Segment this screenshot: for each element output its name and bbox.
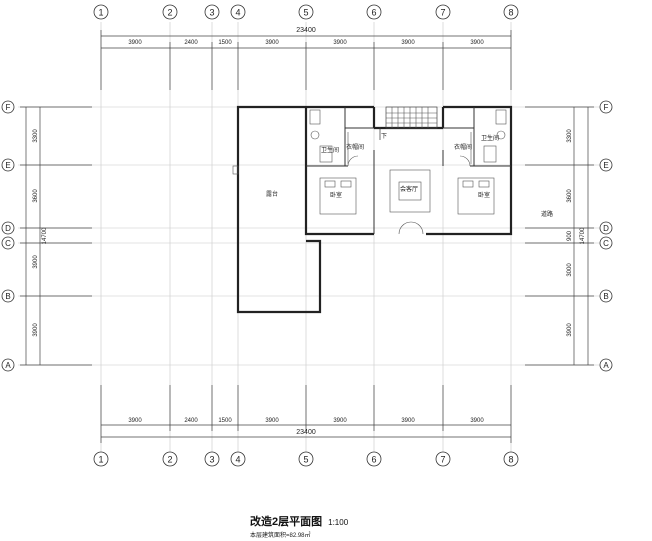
room-label-closet-right: 衣帽间 xyxy=(454,143,472,151)
right-dim-3: 900 xyxy=(567,230,573,241)
axis-label-bottom-5: 5 xyxy=(303,455,308,465)
room-labels: 露台 卫生间 衣帽间 卧室 会客厅 衣帽间 卫生间 卧室 道路 xyxy=(266,134,553,218)
furniture xyxy=(309,109,507,235)
right-dim-extra: 14700 xyxy=(580,227,586,244)
axis-label-right-F: F xyxy=(604,103,609,112)
bottom-dim-2: 2400 xyxy=(184,418,198,424)
bottom-total-dimension: 23400 xyxy=(296,429,316,436)
room-label-terrace: 露台 xyxy=(266,190,278,198)
axis-label-left-D: D xyxy=(5,224,11,233)
left-axis-markers: F E D C B A xyxy=(1,100,15,372)
axis-label-top-3: 3 xyxy=(209,8,214,18)
left-dim-2: 3600 xyxy=(33,189,39,203)
stair-down-label: 下 xyxy=(381,133,387,140)
bottom-axis-markers: 1 2 3 4 5 6 7 8 xyxy=(93,451,519,467)
top-dim-3: 1500 xyxy=(218,40,232,46)
axis-label-bottom-3: 3 xyxy=(209,455,214,465)
top-dim-7: 3900 xyxy=(470,40,484,46)
room-label-bedroom-left: 卧室 xyxy=(330,191,342,199)
left-dim-extra: 14700 xyxy=(42,227,48,244)
bottom-dim-3: 1500 xyxy=(218,418,232,424)
building-walls xyxy=(304,105,513,236)
top-axis-markers: 1 2 3 4 5 6 7 8 xyxy=(93,4,519,20)
bottom-dimensions: 3900 2400 1500 3900 3900 3900 3900 23400 xyxy=(100,385,512,443)
axis-label-top-4: 4 xyxy=(235,8,240,18)
right-dim-2: 3600 xyxy=(567,189,573,203)
top-dim-1: 3900 xyxy=(128,40,142,46)
floor-area-note: 本层建筑面积=82.98㎡ xyxy=(250,533,311,539)
bottom-dim-5: 3900 xyxy=(333,418,347,424)
axis-label-left-A: A xyxy=(5,361,11,370)
top-dim-2: 2400 xyxy=(184,40,198,46)
room-label-bedroom-right: 卧室 xyxy=(478,191,490,199)
drawing-scale: 1:100 xyxy=(328,518,349,527)
left-dim-3: 3900 xyxy=(33,255,39,269)
left-dim-4: 3900 xyxy=(33,323,39,337)
left-dimensions: 3300 3600 14700 3900 3900 xyxy=(20,106,92,366)
stair: 下 xyxy=(379,106,438,140)
top-dim-6: 3900 xyxy=(401,40,415,46)
right-dim-1: 3300 xyxy=(567,129,573,143)
axis-label-right-D: D xyxy=(603,224,609,233)
axis-label-bottom-1: 1 xyxy=(98,455,103,465)
grid-lines xyxy=(18,22,600,452)
axis-label-top-1: 1 xyxy=(98,8,103,18)
axis-label-left-B: B xyxy=(5,292,10,301)
terrace-outline xyxy=(232,105,322,314)
bottom-dim-4: 3900 xyxy=(265,418,279,424)
right-dim-5: 3900 xyxy=(567,323,573,337)
axis-label-right-E: E xyxy=(603,161,608,170)
axis-label-top-2: 2 xyxy=(167,8,172,18)
top-total-dimension: 23400 xyxy=(296,27,316,34)
axis-label-left-E: E xyxy=(5,161,10,170)
room-label-bathroom-left: 卫生间 xyxy=(321,146,339,154)
axis-label-top-5: 5 xyxy=(303,8,308,18)
axis-label-right-A: A xyxy=(603,361,609,370)
axis-label-bottom-4: 4 xyxy=(235,455,240,465)
top-dimensions: 23400 3900 2400 1500 3900 3900 3900 3900 xyxy=(100,27,512,90)
right-axis-markers: F E D C B A xyxy=(599,100,613,372)
bottom-dim-6: 3900 xyxy=(401,418,415,424)
room-label-lounge: 会客厅 xyxy=(400,185,418,193)
bottom-dim-1: 3900 xyxy=(128,418,142,424)
bottom-dim-7: 3900 xyxy=(470,418,484,424)
room-label-bathroom-right: 卫生间 xyxy=(481,134,499,142)
right-dimensions: 3300 3600 900 14700 3000 3900 xyxy=(525,106,594,366)
drawing-title-text: 改造2层平面图 xyxy=(250,516,323,528)
axis-label-top-6: 6 xyxy=(371,8,376,18)
axis-label-right-C: C xyxy=(603,239,609,248)
right-dim-4: 3000 xyxy=(567,263,573,277)
axis-label-left-F: F xyxy=(6,103,11,112)
axis-label-top-7: 7 xyxy=(440,8,445,18)
axis-label-bottom-7: 7 xyxy=(440,455,445,465)
axis-label-left-C: C xyxy=(5,239,11,248)
left-dim-1: 3300 xyxy=(33,129,39,143)
axis-label-right-B: B xyxy=(603,292,608,301)
top-dim-4: 3900 xyxy=(265,40,279,46)
top-dim-5: 3900 xyxy=(333,40,347,46)
axis-label-top-8: 8 xyxy=(508,8,513,18)
axis-label-bottom-2: 2 xyxy=(167,455,172,465)
axis-label-bottom-6: 6 xyxy=(371,455,376,465)
room-label-road: 道路 xyxy=(541,210,553,218)
axis-label-bottom-8: 8 xyxy=(508,455,513,465)
drawing-title: 改造2层平面图 1:100 xyxy=(250,513,348,529)
room-label-closet-left: 衣帽间 xyxy=(346,143,364,151)
